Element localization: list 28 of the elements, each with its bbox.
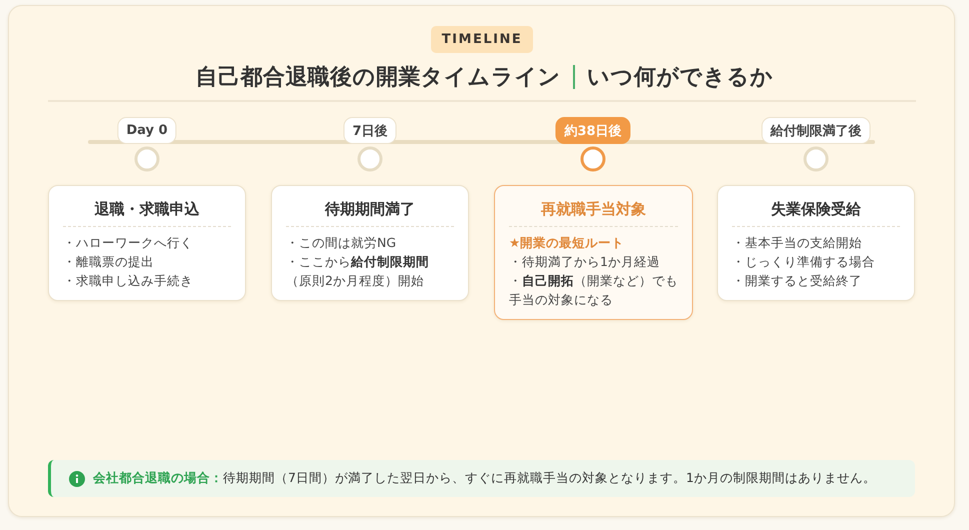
highlight-text: ★開業の最短ルート [509,234,626,252]
subtitle: いつ何ができるか [587,64,774,92]
step-card [494,185,693,320]
date-pill: 7日後 [343,117,397,144]
step-card [271,185,469,301]
list-item: ・ハローワークへ行く [63,234,194,252]
list-item: ・待期満了から1か月経過 [509,253,661,271]
date-pill: Day 0 [117,117,177,144]
card-heading: 再就職手当対象 [540,199,647,220]
title: 自己都合退職後の開業タイムライン [196,64,562,92]
card-heading: 退職・求職申込 [94,199,200,220]
note-text: 会社都合退職の場合：待期期間（7日間）が満了した翌日から、すぐに再就職手当の対象となります。1か月の制限期間はありません。 [93,470,876,487]
list-item: ・じっくり準備する場合 [732,253,876,271]
date-pill: 給付制限満了後 [762,117,870,144]
list-item: ・基本手当の支給開始 [732,234,863,252]
list-item: ・離職票の提出 [63,253,155,271]
list-item: ・ここから給付制限期間（原則2か月程度）開始 [286,253,430,290]
step-card [717,185,915,301]
note-box [48,460,915,497]
list-item: ・求職申し込み手続き [63,272,194,290]
card-heading: 待期期間満了 [324,199,416,220]
card-heading: 失業保険受給 [770,199,862,220]
step-card [48,185,246,301]
date-pill: 約38日後 [555,117,631,144]
tag-badge: TIMELINE [431,26,533,53]
list-item: ・この間は就労NG [286,234,398,252]
list-item: ・自己開拓（開業など）でも手当の対象になる [509,272,678,309]
list-item: ・開業すると受給終了 [732,272,863,290]
